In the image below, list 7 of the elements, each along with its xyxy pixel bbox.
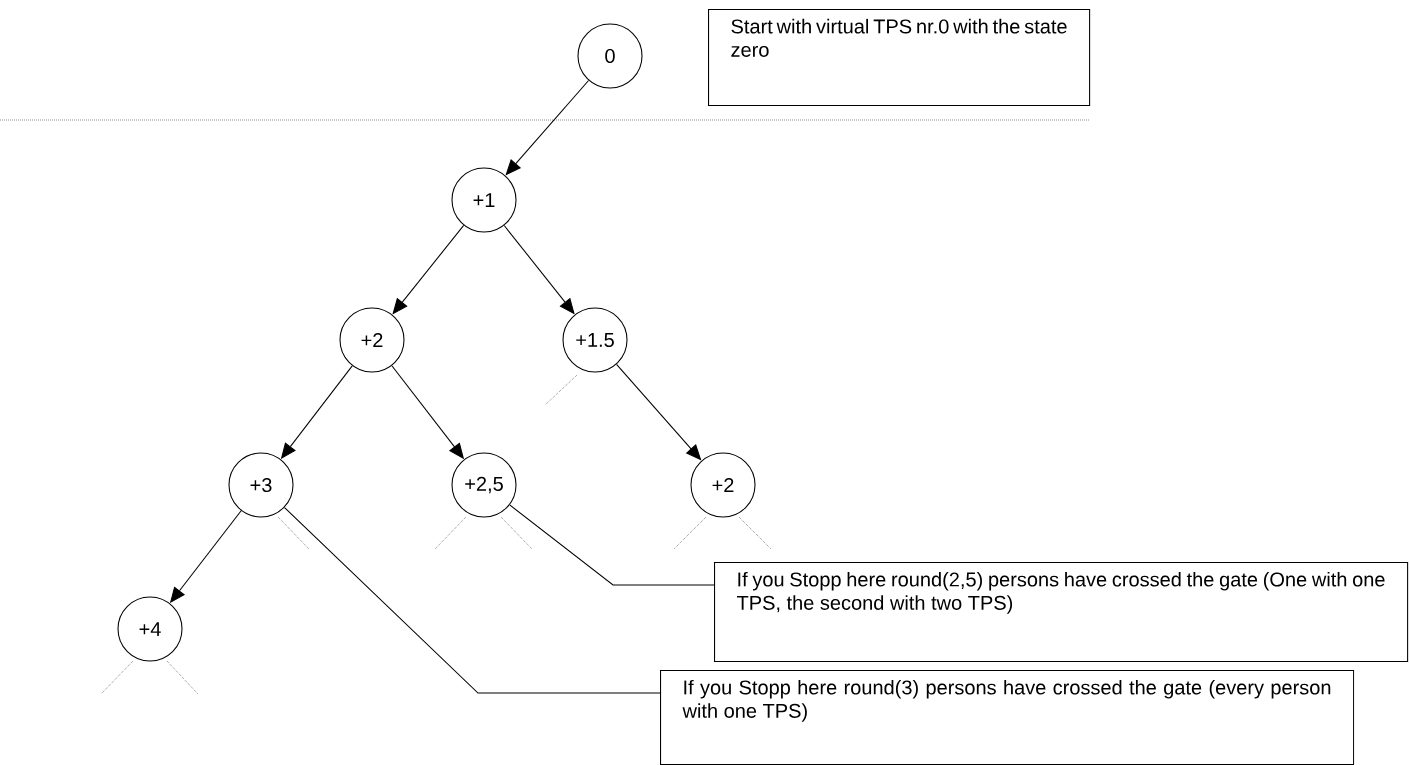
note-box: If you Stopp here round(3) persons have crossed the gate (every person with one TPS) [660, 670, 1355, 765]
arrow [392, 224, 465, 315]
note-box: Start with virtual TPS nr.0 with the state zero [708, 9, 1091, 107]
leader-line [509, 504, 715, 586]
arrow [616, 363, 702, 461]
leader-line [283, 507, 661, 694]
note-box: If you Stopp here round(2,5) persons have crossed the gate (One with one TPS, the second with two TPS) [714, 562, 1409, 662]
